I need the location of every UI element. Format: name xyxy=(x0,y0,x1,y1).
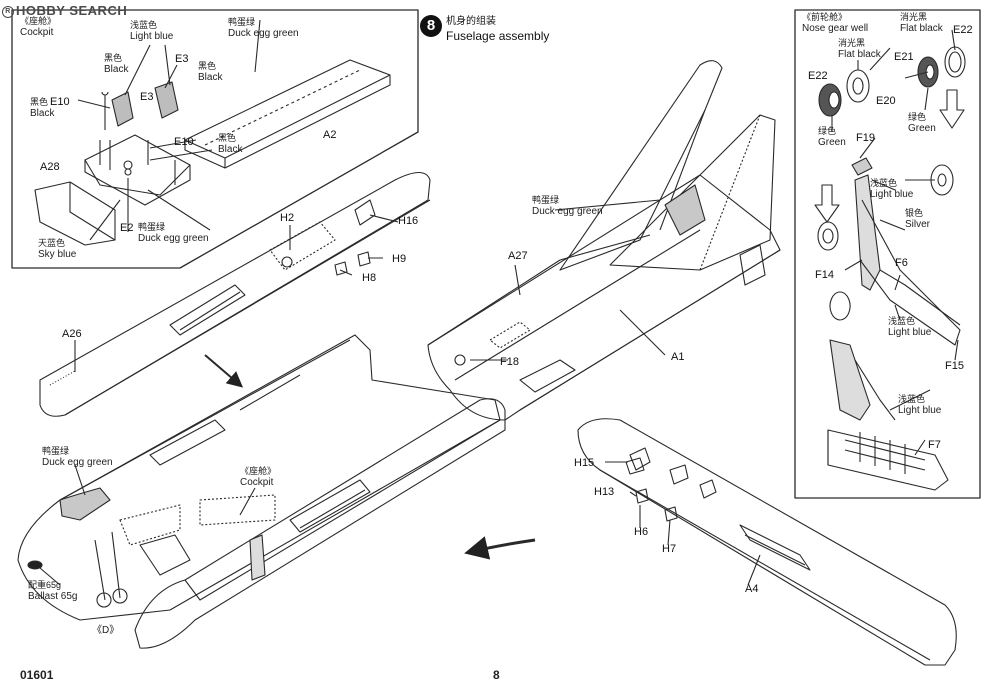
part-h6: H6 xyxy=(634,526,649,538)
label-light-blue-3: 浅蓝色 Light blue xyxy=(898,394,942,416)
cockpit-inset-frame xyxy=(11,9,419,269)
label-flat-black-1: 消光黑 Flat black xyxy=(900,12,943,34)
part-a2: A2 xyxy=(323,129,337,141)
watermark-text: HOBBY SEARCH xyxy=(16,3,128,18)
part-e10-a: E10 xyxy=(50,96,70,108)
part-a26: A26 xyxy=(62,328,82,340)
nose-gear-inset-frame xyxy=(794,9,981,499)
part-a4: A4 xyxy=(745,583,759,595)
part-h8: H8 xyxy=(362,272,377,284)
part-e2: E2 xyxy=(120,222,134,234)
step-title: 机身的组装 Fuselage assembly xyxy=(446,14,549,44)
part-h13: H13 xyxy=(594,486,615,498)
part-h15: H15 xyxy=(574,457,595,469)
part-f7: F7 xyxy=(928,439,941,451)
nose-gear-inset-heading: 《前轮舱》 Nose gear well xyxy=(802,12,869,34)
label-cockpit-main: 《座舱》 Cockpit xyxy=(240,466,277,488)
rear-fuselage-drawing xyxy=(427,60,781,421)
label-duck-egg-green-2: 鸭蛋绿 Duck egg green xyxy=(138,222,209,244)
label-black-4: 黑色 Black xyxy=(218,133,243,155)
part-e3-b: E3 xyxy=(140,91,154,103)
part-e21: E21 xyxy=(894,51,914,63)
part-e20: E20 xyxy=(876,95,896,107)
label-duck-egg-green-nose: 鸭蛋绿 Duck egg green xyxy=(42,446,113,468)
nose-gear-drawing xyxy=(814,29,966,491)
label-green-1: 绿色 Green xyxy=(818,126,846,148)
part-e22-a: E22 xyxy=(808,70,828,82)
part-f18: F18 xyxy=(500,356,519,368)
step-title-en: Fuselage assembly xyxy=(446,29,550,43)
footer-product-code: 01601 xyxy=(20,668,54,682)
part-h2: H2 xyxy=(280,212,295,224)
label-flat-black-2: 消光黑 Flat black xyxy=(838,38,881,60)
label-light-blue-2: 浅蓝色 Light blue xyxy=(888,316,932,338)
registered-mark-icon: R xyxy=(2,6,14,18)
part-f6: F6 xyxy=(895,257,908,269)
fuselage-forward-half-drawing xyxy=(39,171,431,417)
label-black-2: 黑色 Black xyxy=(198,61,223,83)
part-f19: F19 xyxy=(856,132,875,144)
part-f15: F15 xyxy=(945,360,964,372)
label-light-blue: 浅蓝色 Light blue xyxy=(130,20,174,42)
assembly-arrow xyxy=(204,354,244,388)
small-parts-drawing xyxy=(334,251,678,522)
step-number-badge: 8 xyxy=(420,15,442,37)
step-title-cn: 机身的组装 xyxy=(446,16,496,27)
label-green-2: 绿色 Green xyxy=(908,112,936,134)
label-sky-blue: 天蓝色 Sky blue xyxy=(38,238,77,260)
cockpit-inset-heading: 《座舱》 Cockpit xyxy=(20,16,57,38)
part-e22-b: E22 xyxy=(953,24,973,36)
fuselage-right-half-drawing xyxy=(577,418,957,666)
part-h7: H7 xyxy=(662,543,677,555)
part-a27: A27 xyxy=(508,250,528,262)
label-light-blue-1: 浅蓝色 Light blue xyxy=(870,178,914,200)
footer-page-number: 8 xyxy=(493,668,500,682)
part-f14: F14 xyxy=(815,269,834,281)
label-silver: 银色 Silver xyxy=(905,208,931,230)
part-a28: A28 xyxy=(40,161,60,173)
label-black-3: 黑色 Black xyxy=(30,97,55,119)
label-duck-egg-green: 鸭蛋绿 Duck egg green xyxy=(228,17,299,39)
part-h16: H16 xyxy=(398,215,419,227)
part-h9: H9 xyxy=(392,253,407,265)
label-duck-egg-green-fin: 鸭蛋绿 Duck egg green xyxy=(532,195,603,217)
part-e10-b: E10 xyxy=(174,136,194,148)
part-e3-a: E3 xyxy=(175,53,189,65)
nose-half-drawing xyxy=(134,398,506,649)
label-black-1: 黑色 Black xyxy=(104,53,129,75)
label-d-reference: 《D》 xyxy=(92,625,120,636)
label-ballast: 配重65g Ballast 65g xyxy=(28,580,78,602)
assembly-arrow-curved xyxy=(464,536,536,560)
part-a1: A1 xyxy=(671,351,685,363)
cockpit-tub-drawing xyxy=(34,19,391,246)
